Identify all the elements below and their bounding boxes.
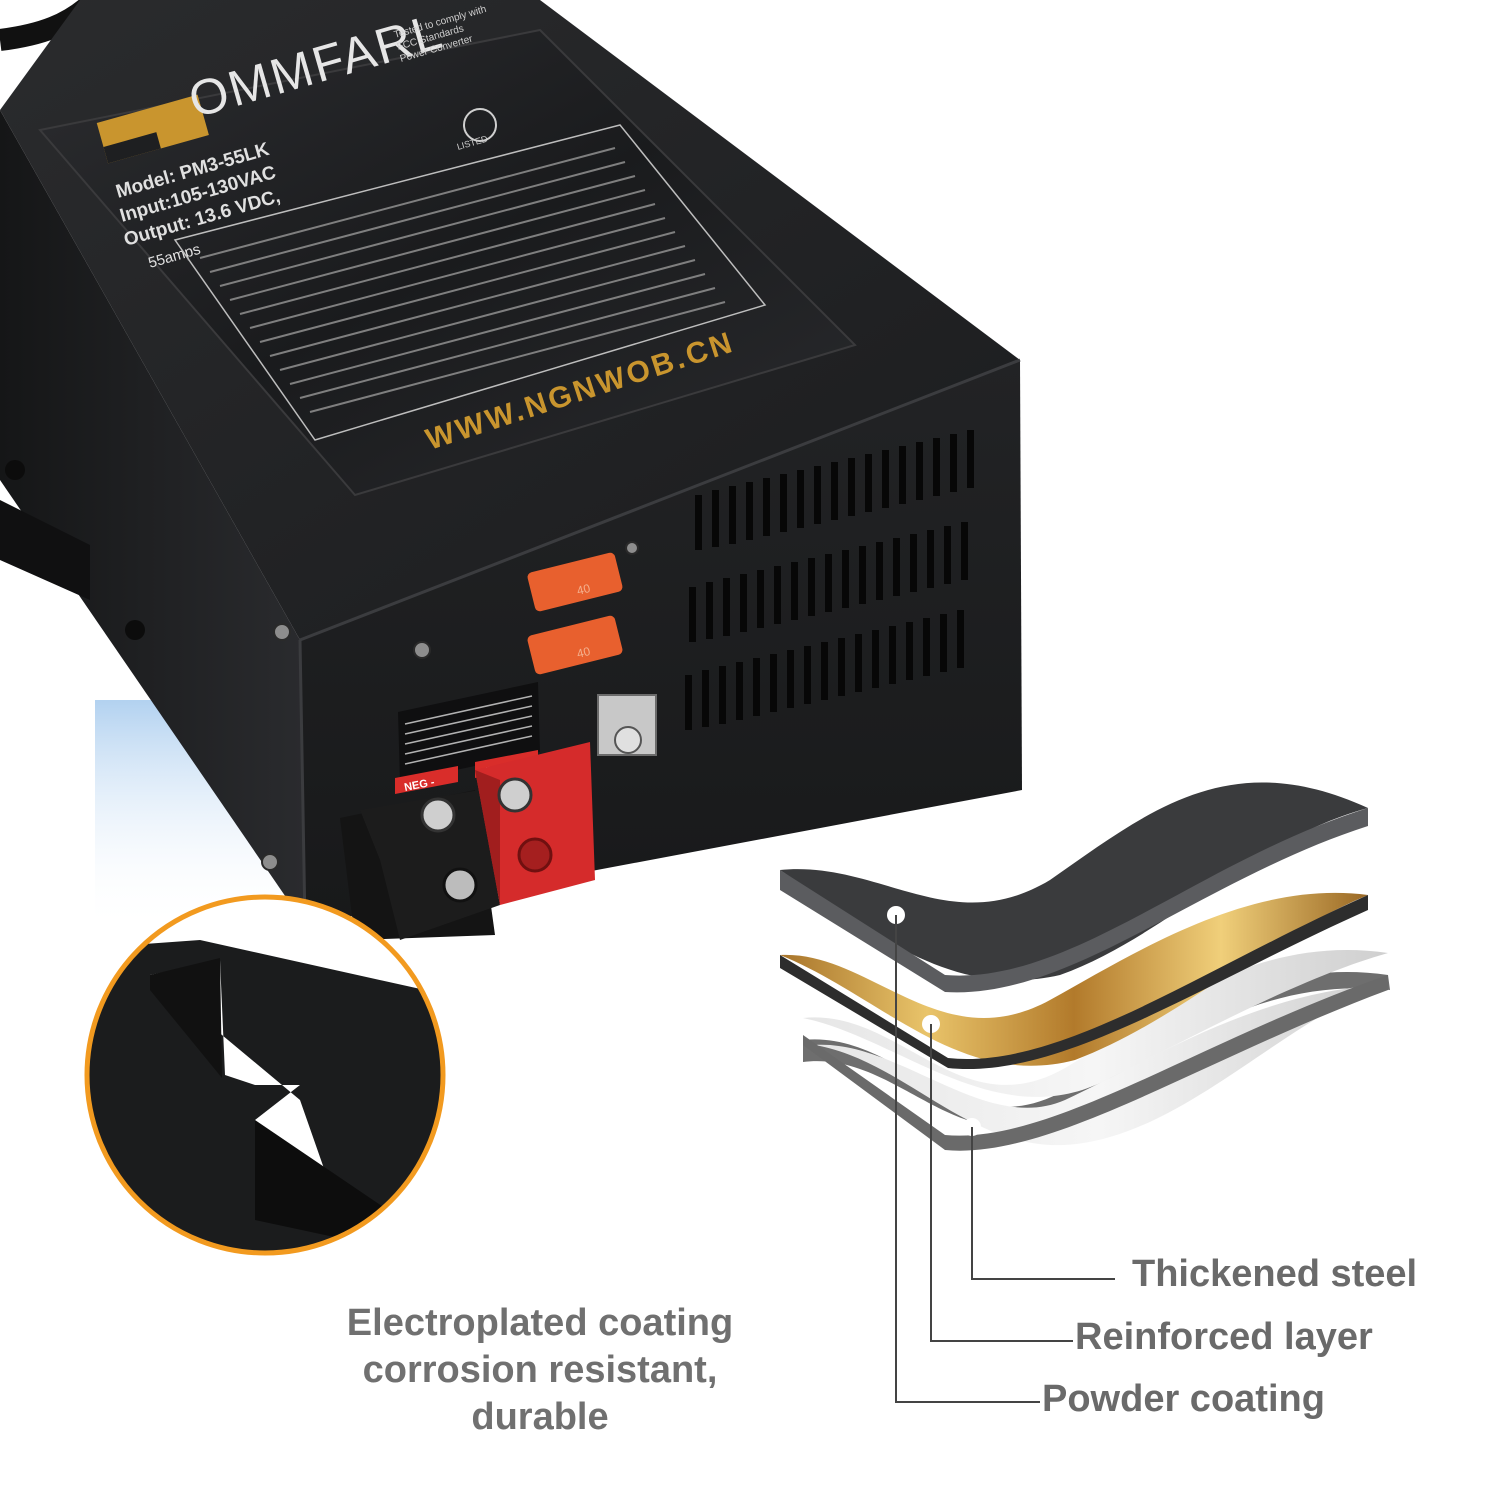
coating-zoom-circle [84,894,446,1256]
leader-reinforced [930,1024,1073,1342]
case-screws [261,541,639,871]
blade-fuses: 40 40 [527,552,623,675]
fuse-rating-1: 40 [575,581,592,598]
caption-line-1: Electroplated coating [346,1302,734,1344]
label-thickened-steel: Thickened steel [1132,1253,1418,1295]
caption-line-2: corrosion resistant, [362,1349,718,1391]
case-left-side [0,110,305,925]
product-label: OMMFARL Model: PM3-55LK Input:105-130VAC… [38,3,857,497]
mounting-bracket [0,500,90,600]
cooling-vents [685,430,974,730]
layer-diagram [780,782,1390,1403]
electroplated-caption: Electroplated coating corrosion resistan… [270,1300,810,1441]
leader-powder [895,915,1040,1403]
label-powder-coating: Powder coating [1042,1378,1325,1420]
neg-terminal-label: NEG - [403,776,436,794]
warning-box [173,124,767,441]
layer-powder-coating [780,782,1368,981]
label-reinforced-layer: Reinforced layer [1075,1316,1373,1358]
battery-terminals [340,742,595,940]
ground-lug [597,694,657,756]
leader-steel [971,1127,1115,1280]
layer-thickened-steel [803,972,1390,1127]
ul-listed-mark [463,108,497,142]
caption-line-3: durable [471,1396,609,1438]
fuse-rating-2: 40 [575,644,592,661]
